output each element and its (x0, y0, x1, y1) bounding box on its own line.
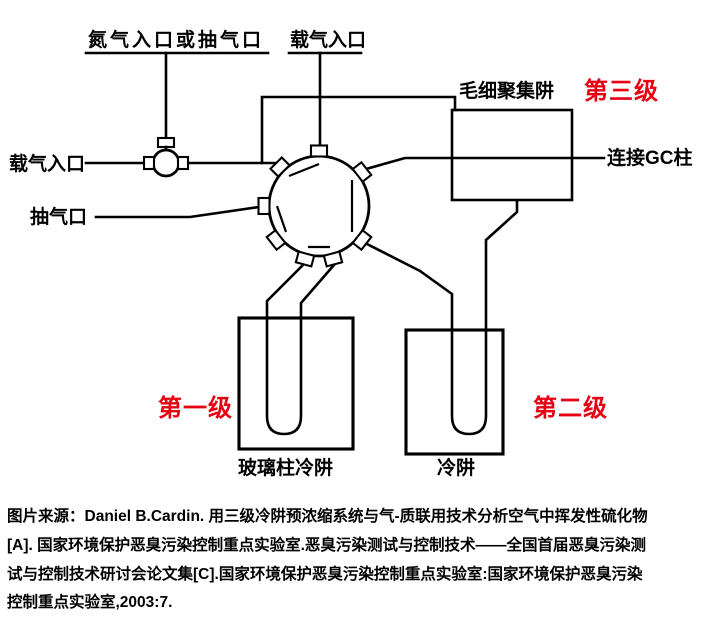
label-nitrogen-inlet: 氮气入口或抽气口 (88, 28, 264, 51)
gc-column-line (364, 156, 606, 171)
preconcentrator-schematic: 氮气入口或抽气口 载气入口 载气入口 抽气口 毛细聚集阱 第三级 连接GC柱 第… (9, 28, 693, 479)
trap2-u-tube (365, 199, 519, 436)
label-capillary-trap: 毛细聚集阱 (459, 79, 554, 102)
label-stage2: 第二级 (533, 394, 608, 422)
label-stage3: 第三级 (584, 77, 659, 105)
regulator-top-stem (156, 136, 176, 149)
valve-port-upper-right (351, 160, 373, 184)
caption-line: 试与控制技术研讨会论文集[C].国家环境保护恶臭污染控制重点实验室:国家环境保护… (7, 565, 643, 583)
regulator-right-port (176, 155, 190, 171)
label-carrier-top: 载气入口 (290, 28, 366, 51)
label-cold-trap: 冷阱 (437, 456, 475, 479)
valve-port-bottom-left (294, 250, 316, 268)
figure-caption: 图片来源：Daniel B.Cardin. 用三级冷阱预浓缩系统与气-质联用技术… (0, 499, 726, 618)
stage3-feed-line (260, 95, 457, 165)
regulator-valve-body (151, 148, 181, 178)
rotor-channel-2 (275, 205, 288, 233)
label-carrier-left: 载气入口 (9, 152, 85, 175)
label-gc-column: 连接GC柱 (607, 146, 693, 169)
glass-column-trap-box (237, 316, 355, 451)
label-stage1: 第一级 (158, 394, 233, 422)
pump-port-line (94, 205, 261, 219)
valve-port-top (309, 144, 329, 158)
caption-line: [A]. 国家环境保护恶臭污染控制重点实验室.恶臭污染测试与控制技术——全国首届… (7, 536, 646, 554)
caption-line: 图片来源：Daniel B.Cardin. 用三级冷阱预浓缩系统与气-质联用技术… (7, 508, 648, 525)
label-pump-port: 抽气口 (30, 205, 87, 228)
valve-port-lower-right (351, 228, 373, 252)
valve-port-lower-left (265, 228, 287, 252)
rotor-channel-1 (288, 162, 320, 178)
regulator-left-port (142, 155, 156, 171)
valve-port-upper-left (268, 155, 292, 179)
valve-port-bottom-right (322, 250, 344, 268)
capillary-trap-box (450, 108, 574, 202)
caption-line: 控制重点实验室,2003:7. (7, 594, 173, 612)
cold-trap-box (404, 328, 505, 456)
valve-port-left (257, 196, 271, 216)
label-glass-column-trap: 玻璃柱冷阱 (238, 456, 333, 479)
trap1-u-tube (265, 263, 336, 436)
